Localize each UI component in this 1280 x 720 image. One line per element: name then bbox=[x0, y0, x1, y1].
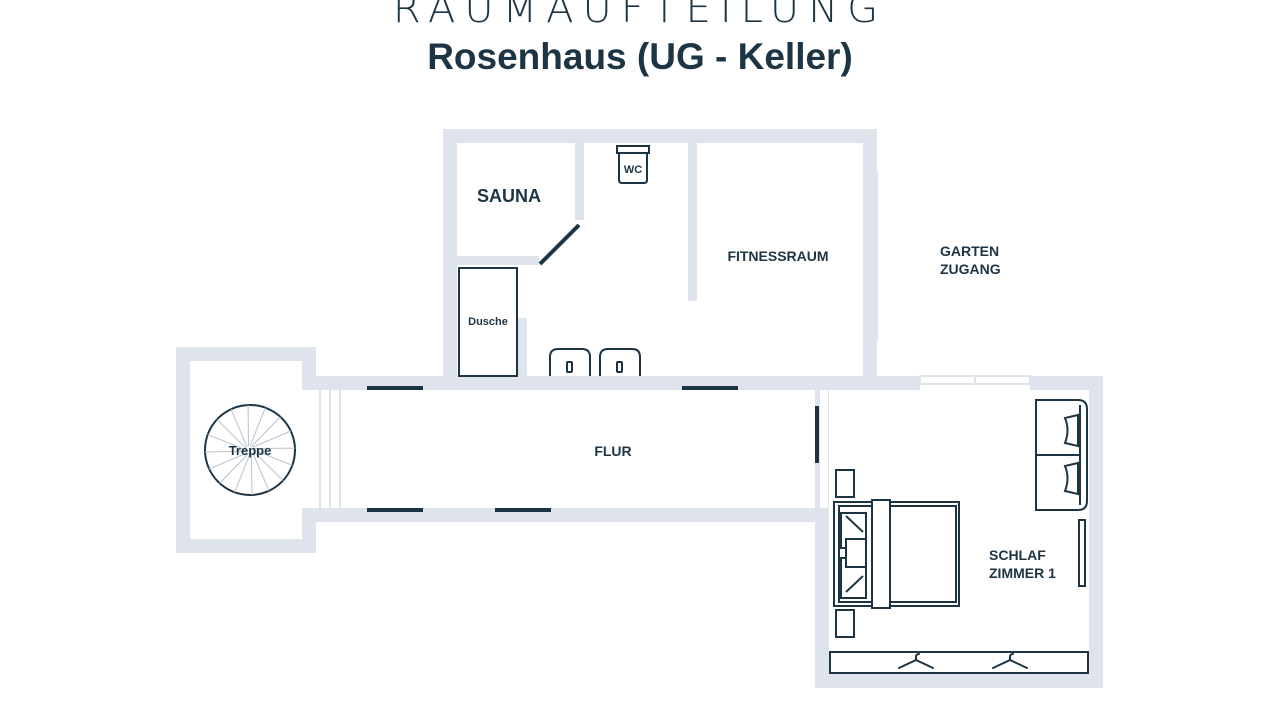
spiral-staircase-icon bbox=[204, 404, 296, 496]
stair-step bbox=[230, 409, 248, 448]
room-label-flur: FLUR bbox=[594, 443, 631, 459]
room-label-dusche: Dusche bbox=[468, 316, 508, 328]
room-label-schlaf-line1: SCHLAF bbox=[989, 547, 1046, 563]
stair-step bbox=[253, 451, 284, 481]
room-label-fitness: FITNESSRAUM bbox=[727, 248, 828, 264]
room-label-sauna: SAUNA bbox=[477, 186, 541, 206]
room-label-treppe: Treppe bbox=[229, 443, 272, 458]
plan-subtitle: Rosenhaus (UG - Keller) bbox=[427, 36, 853, 77]
stair-step bbox=[249, 407, 266, 447]
room-label-garten-line2: ZUGANG bbox=[940, 261, 1001, 277]
windows bbox=[319, 171, 1031, 508]
sofa-icon bbox=[1035, 399, 1088, 511]
stair-step bbox=[251, 416, 281, 447]
nightstand-icon bbox=[835, 469, 855, 498]
stair-step bbox=[209, 452, 248, 470]
stair-step bbox=[252, 430, 291, 448]
plan-title: RAUMAUFTEILUNG bbox=[392, 0, 888, 32]
stair-step bbox=[252, 452, 270, 491]
toilet-icon bbox=[616, 145, 650, 184]
stair-step bbox=[234, 453, 251, 493]
sauna-door bbox=[538, 223, 581, 266]
stair-step bbox=[207, 434, 247, 451]
room-label-wc: WC bbox=[624, 164, 642, 176]
nightstand-icon bbox=[835, 609, 855, 638]
shower-icon bbox=[458, 267, 518, 377]
sink-icon bbox=[599, 348, 641, 376]
doors bbox=[367, 386, 819, 512]
sink-icon bbox=[549, 348, 591, 376]
tv-icon bbox=[1078, 519, 1086, 587]
wardrobe-icon bbox=[829, 651, 1089, 674]
stair-step bbox=[253, 449, 293, 466]
stair-step bbox=[219, 453, 249, 484]
bed-icon bbox=[833, 499, 960, 609]
room-label-garten-line1: GARTEN bbox=[940, 243, 999, 259]
walls bbox=[176, 129, 1103, 688]
room-label-schlaf-line2: ZIMMER 1 bbox=[989, 565, 1056, 581]
stair-step bbox=[216, 419, 247, 449]
